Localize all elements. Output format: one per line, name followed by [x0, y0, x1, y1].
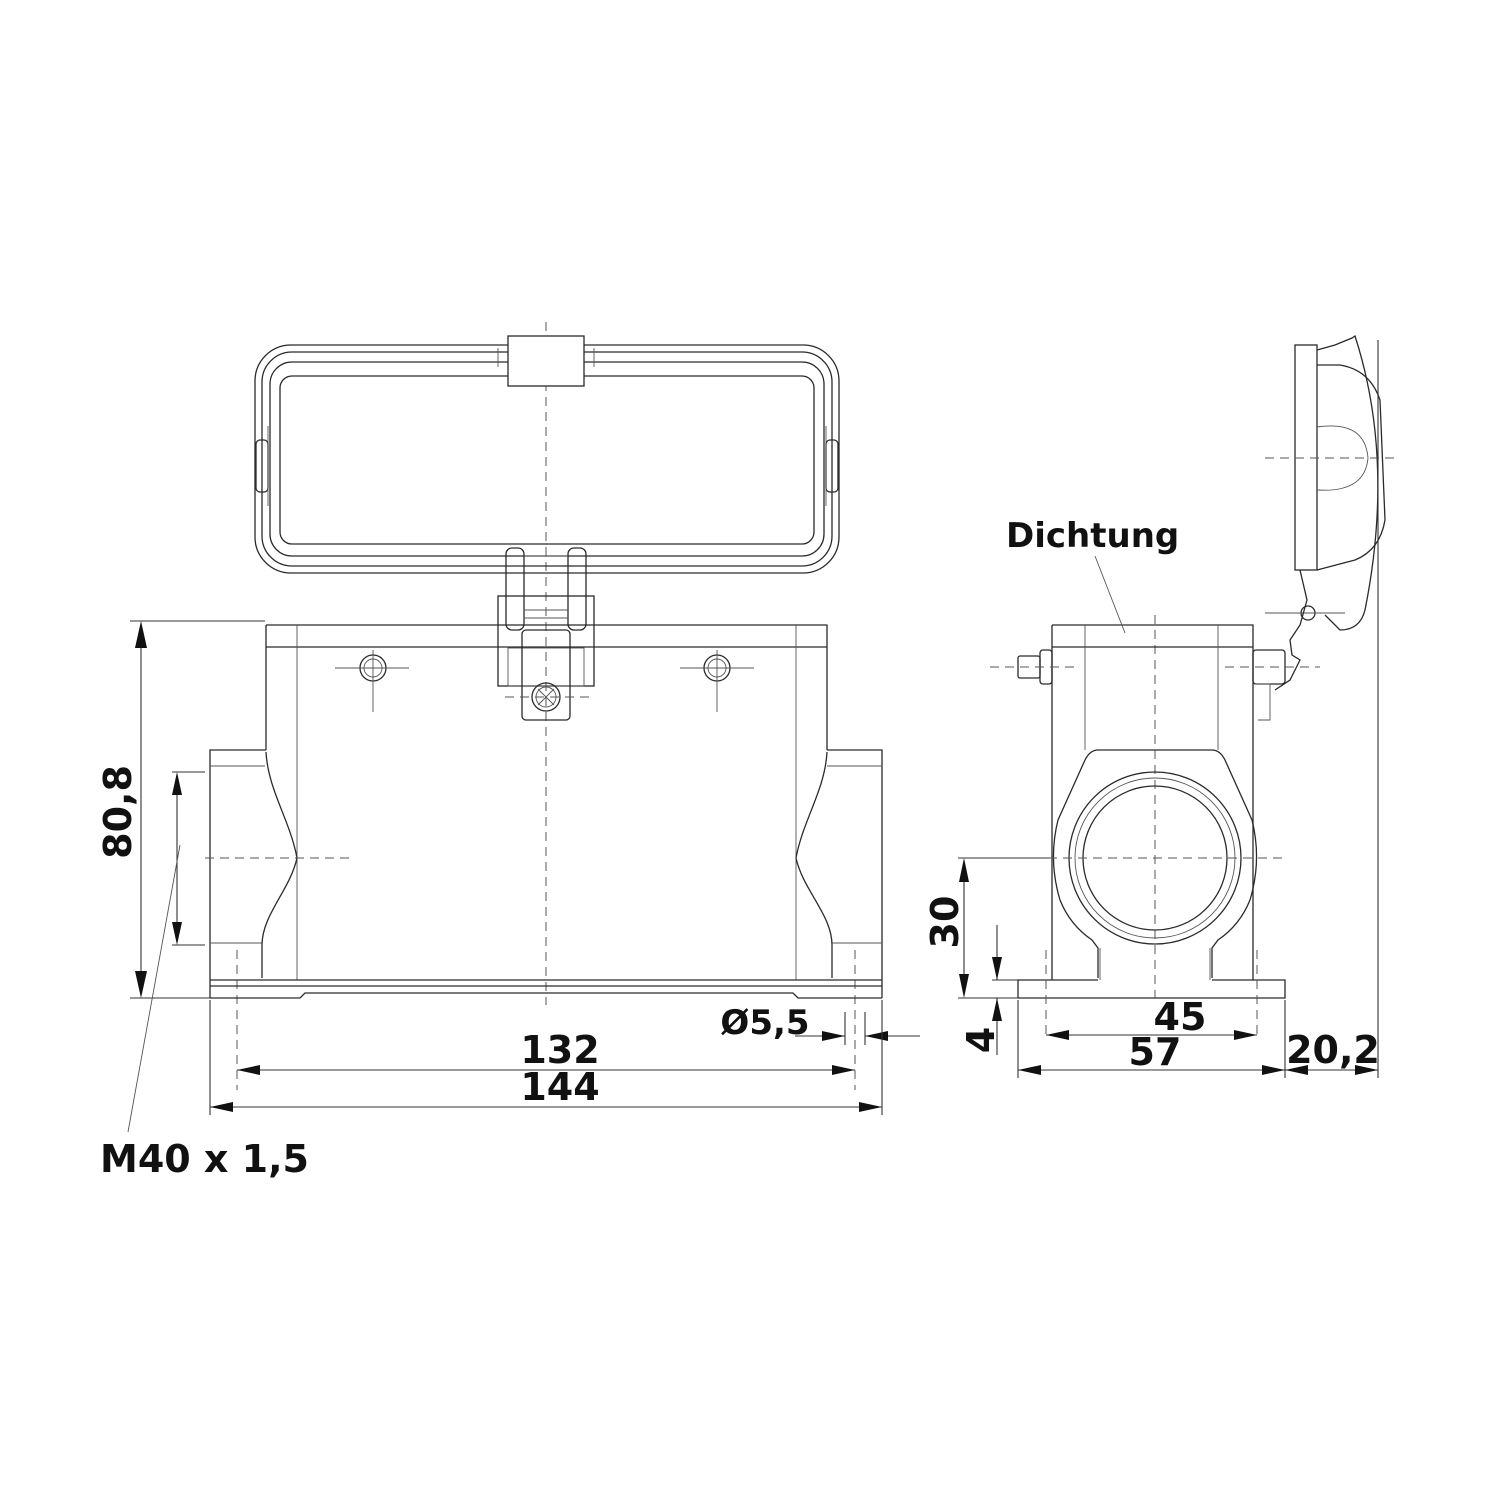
dim-hole-label: Ø5,5: [720, 1003, 809, 1043]
side-view: Dichtung 30 4 45: [923, 334, 1400, 1078]
dim-height-label: 80,8: [96, 765, 140, 859]
dim-height: 80,8: [96, 620, 265, 999]
dim-base-thickness: 4: [959, 925, 1018, 1055]
dim-hole: Ø5,5: [720, 1003, 920, 1045]
dim-132-label: 132: [520, 1028, 599, 1072]
dim-hole-spacing: 132: [237, 1028, 855, 1075]
latch: [497, 547, 595, 721]
right-entry: [795, 749, 883, 1090]
front-view: 80,8 Ø5,5 132: [96, 322, 920, 1181]
left-entry: [205, 749, 350, 1090]
dim-thread-bracket: [127, 771, 205, 1133]
base-plate: [210, 979, 882, 999]
dim-57-label: 57: [1129, 1030, 1182, 1074]
dim-thread-height: 30: [923, 857, 1050, 999]
dim-144-label: 144: [520, 1065, 599, 1109]
dim-20-2-label: 20,2: [1286, 1028, 1380, 1072]
dim-lid-offset: 20,2: [1285, 1028, 1380, 1075]
side-lid: [1265, 334, 1400, 691]
dim-overall-width: 144: [209, 1000, 883, 1115]
dim-base-width: 57: [1017, 1000, 1286, 1078]
gasket-label: Dichtung: [1006, 516, 1179, 556]
thread-label: M40 x 1,5: [100, 1137, 309, 1181]
dim-4-label: 4: [959, 1027, 1003, 1053]
dim-side-hole-spacing: 45: [1046, 995, 1257, 1040]
dim-45-label: 45: [1154, 995, 1207, 1039]
lid-frame: [254, 335, 840, 574]
dim-30-label: 30: [923, 896, 967, 949]
housing-body: [265, 624, 828, 980]
